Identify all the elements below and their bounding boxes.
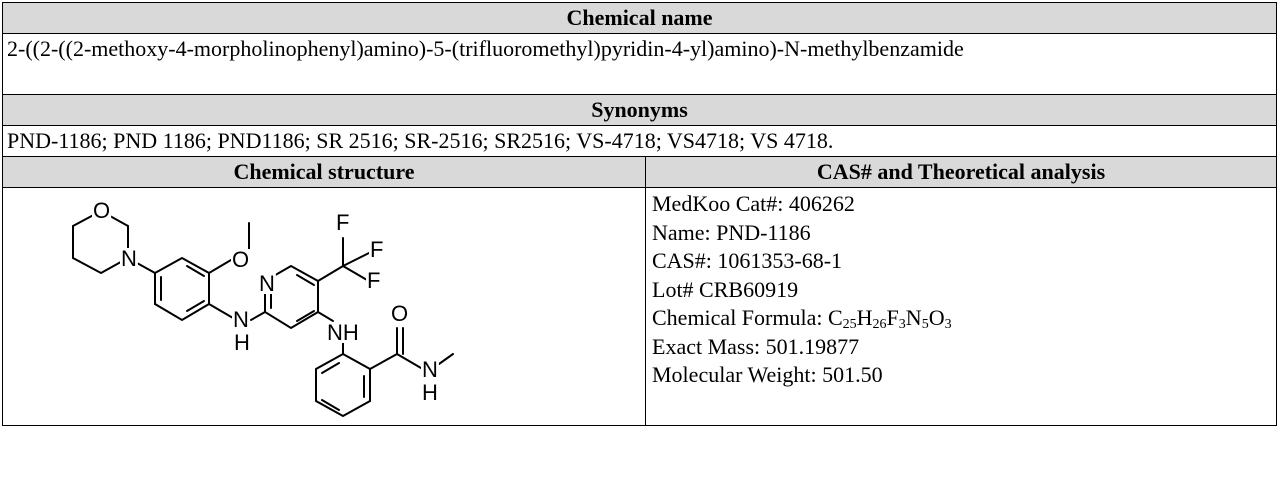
- formula-subscript: 26: [872, 317, 887, 332]
- formula-subscript: 3: [898, 317, 906, 332]
- synonyms-header: Synonyms: [2, 94, 1277, 126]
- atom-label-background: [258, 273, 276, 294]
- atom-label-background: [366, 270, 382, 291]
- lot-number: Lot# CRB60919: [652, 276, 799, 302]
- cas-number: CAS#: 1061353-68-1: [652, 248, 843, 273]
- formula-subscript: 5: [921, 317, 929, 332]
- product-info-table: Chemical name 2-((2-((2-methoxy-4-morpho…: [2, 2, 1277, 426]
- formula-subscript: 25: [842, 317, 857, 332]
- synonyms-value: PND-1186; PND 1186; PND1186; SR 2516; SR…: [2, 125, 1277, 157]
- atom-n-pyridine: N: [259, 271, 275, 296]
- structure-cell: O N O N H N F F F NH O N H: [2, 187, 646, 426]
- atom-n-morpholine: N: [121, 246, 137, 271]
- atom-n-amide: N: [422, 357, 438, 382]
- atom-nh-aniline: N: [233, 307, 249, 332]
- formula-element: H: [856, 305, 873, 330]
- chemical-name-header: Chemical name: [2, 2, 1277, 34]
- formula-element: F: [886, 305, 899, 330]
- atom-f-bottom: F: [367, 268, 380, 293]
- molecular-weight: Molecular Weight: 501.50: [652, 362, 883, 387]
- atom-f-top: F: [336, 210, 349, 235]
- exact-mass: Exact Mass: 501.19877: [652, 333, 860, 359]
- atom-label-background: [390, 303, 410, 324]
- analysis-header: CAS# and Theoretical analysis: [645, 156, 1277, 188]
- atom-label-background: [232, 309, 250, 330]
- formula-element: N: [905, 305, 922, 330]
- formula-subscript: 3: [944, 317, 952, 332]
- atom-label-background: [335, 212, 351, 233]
- atom-label-background: [326, 322, 360, 343]
- formula-element: O: [928, 305, 945, 330]
- atom-h-aniline: H: [234, 330, 250, 355]
- atom-label-background: [231, 249, 251, 270]
- atom-f-right: F: [370, 237, 383, 262]
- atom-label-background: [421, 359, 439, 380]
- structure-header: Chemical structure: [2, 156, 646, 188]
- atom-label-background: [120, 248, 138, 269]
- atom-label-background: [421, 382, 439, 403]
- atom-o-morpholine: O: [93, 198, 110, 223]
- atom-nh-link: NH: [327, 320, 359, 345]
- atom-h-amide: H: [422, 380, 438, 405]
- atom-label-background: [92, 200, 112, 221]
- structure-atom-labels: O N O N H N F F F NH O N H: [92, 198, 439, 405]
- chemical-formula: Chemical Formula: C25H26F3N5O3: [652, 304, 1270, 333]
- product-name: Name: PND-1186: [652, 219, 811, 245]
- chemical-name-value: 2-((2-((2-methoxy-4-morpholinophenyl)ami…: [2, 33, 1277, 95]
- atom-label-background: [233, 332, 251, 353]
- chemical-structure-drawing: O N O N H N F F F NH O N H: [72, 198, 454, 418]
- analysis-cell: MedKoo Cat#: 406262 Name: PND-1186 CAS#:…: [645, 187, 1277, 426]
- atom-o-methoxy: O: [232, 247, 249, 272]
- atom-o-amide: O: [391, 301, 408, 326]
- formula-label: Chemical Formula:: [652, 305, 828, 330]
- formula-value: C25H26F3N5O3: [827, 305, 952, 332]
- atom-label-background: [369, 239, 385, 260]
- formula-element: C: [827, 305, 843, 330]
- medkoo-cat: MedKoo Cat#: 406262: [652, 191, 855, 216]
